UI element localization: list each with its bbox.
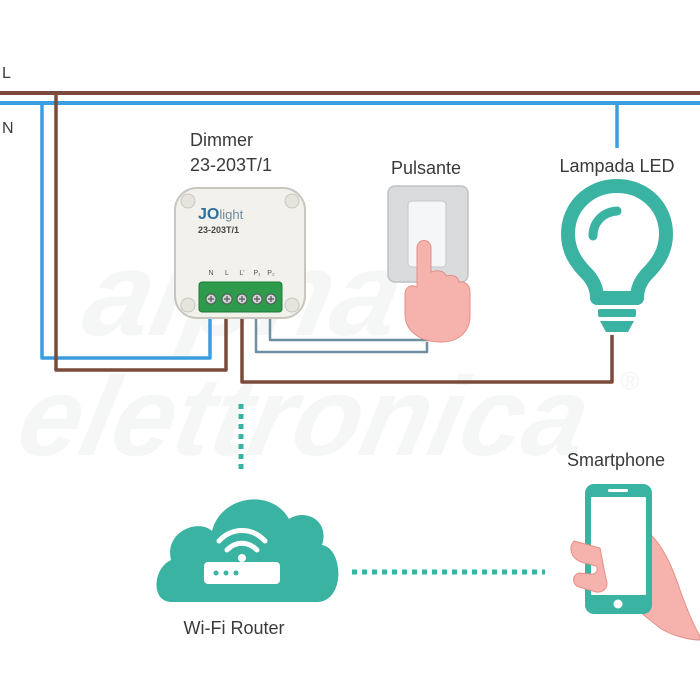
terminal-label-n: N xyxy=(208,270,213,277)
thumb-icon xyxy=(570,540,608,593)
hand-holding-phone-icon xyxy=(639,529,700,641)
led-lamp: Lampada LED xyxy=(559,156,675,332)
phone-home-button xyxy=(613,599,623,609)
bulb-base-bottom xyxy=(600,321,634,332)
router-led-3 xyxy=(233,570,239,576)
dimmer-title: Dimmer xyxy=(190,130,253,150)
router-icon xyxy=(204,562,280,584)
wiring xyxy=(40,93,619,384)
terminal-screw-slot-l xyxy=(224,296,230,302)
terminal-label-p2: P₂ xyxy=(267,270,275,277)
dimmer-corner-bl xyxy=(180,297,196,313)
terminal-label-load: L' xyxy=(239,270,244,277)
dimmer-model: 23-203T/1 xyxy=(190,155,272,175)
bulb-icon xyxy=(561,179,673,305)
router-label: Wi-Fi Router xyxy=(183,618,284,638)
terminal-labels: N L L' P₁ P₂ xyxy=(208,270,275,277)
phone-speaker xyxy=(608,489,628,492)
terminal-label-l: L xyxy=(225,270,229,277)
terminal-label-p1: P₁ xyxy=(253,270,261,277)
router-led-2 xyxy=(223,570,229,576)
smartphone: Smartphone xyxy=(567,450,700,641)
smartphone-label: Smartphone xyxy=(567,450,665,470)
main-rails: L N xyxy=(0,65,700,137)
bulb-highlight xyxy=(588,206,622,241)
dimmer-logo: JOlight xyxy=(198,206,244,223)
live-wire-to-dimmer xyxy=(54,93,228,372)
terminal-screw-slot-p2 xyxy=(268,296,274,302)
dimmer-module: JOlight 23-203T/1 N L L' P₁ P₂ Dimmer 23… xyxy=(174,130,306,319)
wifi-signal-dot xyxy=(238,554,246,562)
wifi-router: Wi-Fi Router xyxy=(156,404,339,638)
hand-icon xyxy=(404,240,471,343)
watermark-registered: ® xyxy=(620,366,640,396)
push-button-label: Pulsante xyxy=(391,158,461,178)
dimmer-logo-jo: JO xyxy=(198,206,219,223)
neutral-wire-to-dimmer xyxy=(40,103,212,360)
router-led-1 xyxy=(213,570,219,576)
cloud-icon xyxy=(156,499,339,602)
watermark-text-elettronica: elettronica xyxy=(8,353,601,479)
terminal-screw-slot-p1 xyxy=(254,296,260,302)
load-wire-to-lamp xyxy=(240,310,614,384)
bulb-base-top xyxy=(598,309,636,317)
neutral-label: N xyxy=(2,120,14,137)
push-button: Pulsante xyxy=(387,158,471,343)
terminal-screw-slots xyxy=(208,296,274,302)
control-wire-p1 xyxy=(254,310,429,354)
dimmer-corner-br xyxy=(284,297,300,313)
terminal-screw-slot-n xyxy=(208,296,214,302)
dimmer-corner-tr xyxy=(284,193,300,209)
live-label: L xyxy=(2,65,11,82)
dimmer-logo-light: light xyxy=(219,207,243,222)
lamp-label: Lampada LED xyxy=(559,156,674,176)
wifi-signal-icon xyxy=(216,528,268,553)
dimmer-corner-tl xyxy=(180,193,196,209)
dimmer-device-model: 23-203T/1 xyxy=(198,225,239,235)
terminal-screw-slot-load xyxy=(239,296,245,302)
